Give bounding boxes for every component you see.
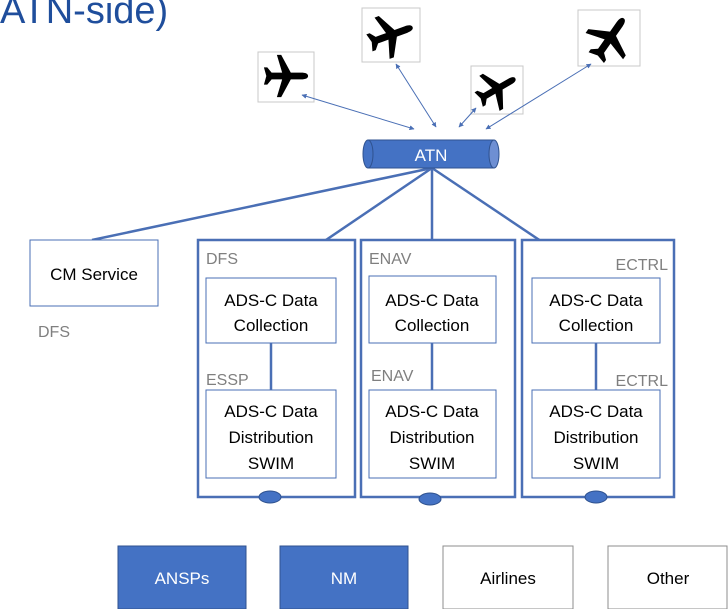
column-mid-owner: ECTRL [616, 373, 669, 390]
collection-line-2: Collection [559, 316, 634, 335]
column-top-owner: ENAV [369, 251, 412, 268]
consumer-airlines: Airlines [442, 545, 574, 609]
distribution-line-1: ADS-C Data [549, 402, 643, 421]
consumer-label: Airlines [480, 569, 536, 588]
column-enav: ENAV ADS-C Data Collection ENAV ADS-C Da… [359, 238, 517, 506]
bus-connector [584, 490, 608, 504]
column-top-owner: DFS [206, 251, 238, 268]
cm-service-label: CM Service [50, 265, 138, 284]
distribution-line-2: Distribution [389, 428, 474, 447]
radio-links [301, 63, 592, 131]
distribution-line-3: SWIM [248, 454, 294, 473]
column-top-owner: ECTRL [616, 257, 669, 274]
distribution-line-3: SWIM [573, 454, 619, 473]
consumer-nm: NM [279, 545, 409, 609]
cm-service: CM Service DFS [29, 239, 159, 341]
distribution-line-1: ADS-C Data [224, 402, 318, 421]
collection-line-2: Collection [234, 316, 309, 335]
cm-service-owner: DFS [38, 324, 70, 341]
consumer-label: ANSPs [155, 569, 210, 588]
airplane-icon [361, 6, 421, 64]
distribution-line-3: SWIM [409, 454, 455, 473]
airplane-icon [577, 5, 643, 71]
page-title: ATN-side) [0, 0, 169, 32]
column-ectrl: ECTRL ADS-C Data Collection ECTRL ADS-C … [520, 238, 676, 504]
airplane-icon [468, 60, 526, 118]
collection-line-1: ADS-C Data [385, 291, 479, 310]
consumer-other: Other [607, 545, 728, 609]
consumer-label: Other [647, 569, 690, 588]
consumer-ansps: ANSPs [117, 545, 247, 609]
atn-network: ATN [362, 139, 500, 169]
column-mid-owner: ESSP [206, 372, 249, 389]
consumer-label: NM [331, 569, 357, 588]
column-mid-owner: ENAV [371, 368, 414, 385]
distribution-line-1: ADS-C Data [385, 402, 479, 421]
airplane-icon [257, 51, 315, 103]
collection-line-1: ADS-C Data [224, 291, 318, 310]
collection-line-1: ADS-C Data [549, 291, 643, 310]
atn-label: ATN [415, 146, 448, 165]
column-dfs: DFS ADS-C Data Collection ESSP ADS-C Dat… [196, 238, 357, 504]
distribution-line-2: Distribution [228, 428, 313, 447]
distribution-line-2: Distribution [553, 428, 638, 447]
bus-connector [418, 492, 442, 506]
collection-line-2: Collection [395, 316, 470, 335]
bus-connector [258, 490, 282, 504]
